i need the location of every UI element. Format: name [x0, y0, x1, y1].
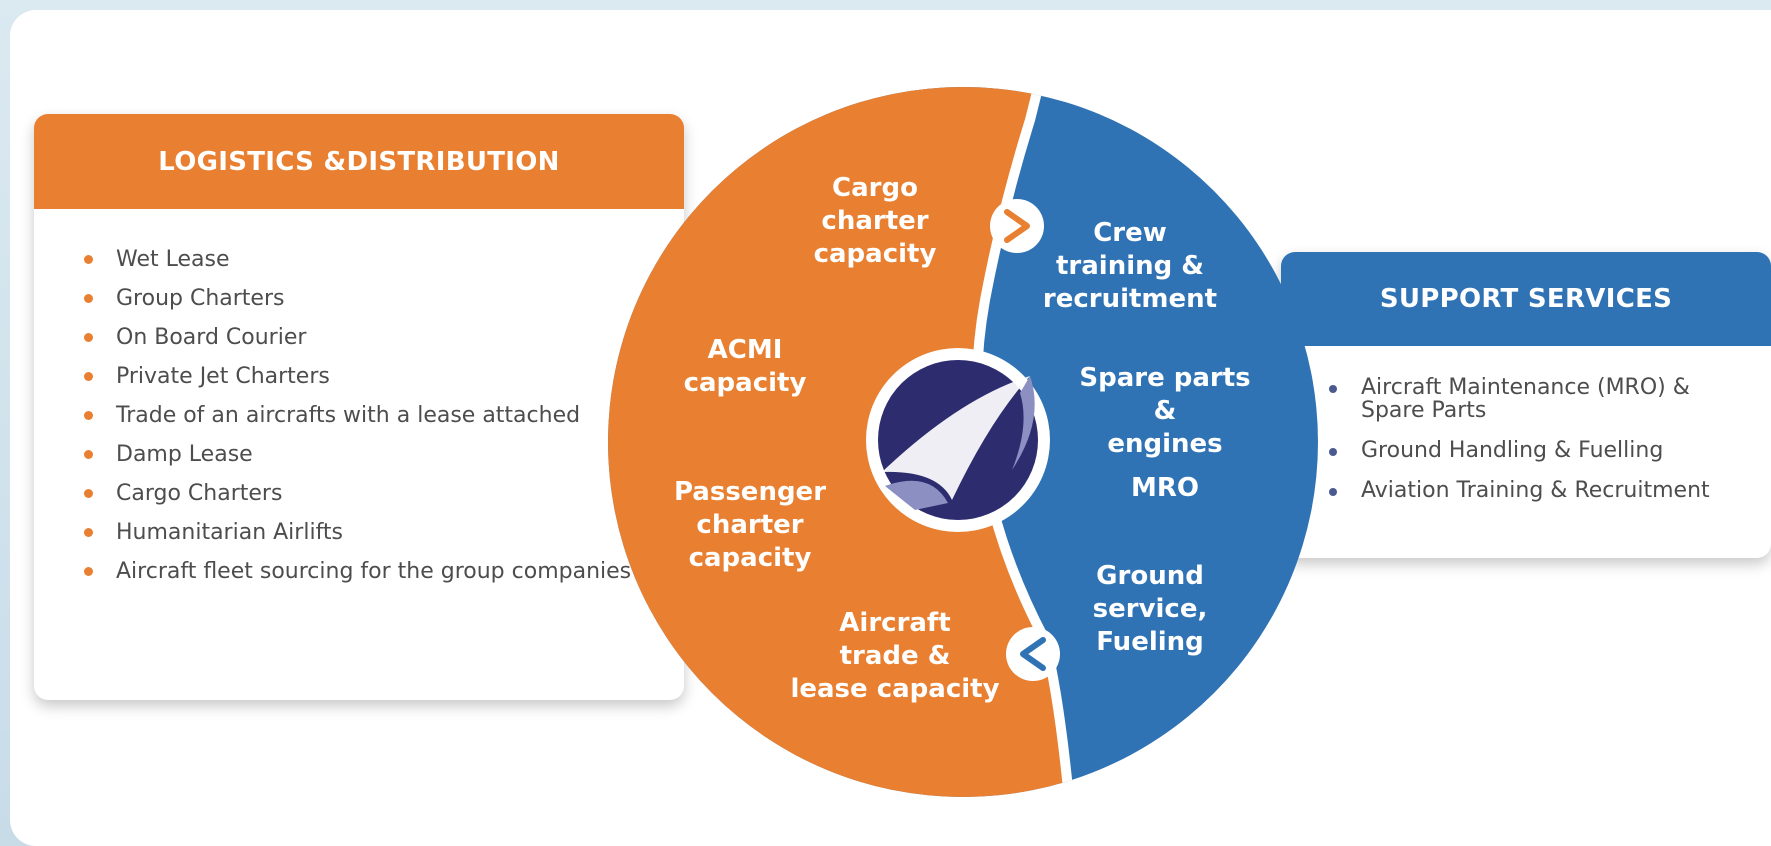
label-aircraft-trade: Aircraft trade & lease capacity	[790, 608, 1000, 704]
logistics-item: Wet Lease	[84, 245, 636, 274]
logistics-item: On Board Courier	[84, 323, 636, 352]
logistics-item: Group Charters	[84, 284, 636, 313]
label-spare-parts: Spare parts & engines	[1079, 363, 1251, 459]
support-panel-title: SUPPORT SERVICES	[1281, 252, 1771, 346]
support-item: Ground Handling & Fuelling	[1329, 439, 1751, 462]
chevron-right-icon	[990, 199, 1044, 253]
support-item: Aircraft Maintenance (MRO) & Spare Parts	[1329, 376, 1751, 422]
logistics-item: Trade of an aircrafts with a lease attac…	[84, 401, 636, 430]
chevron-left-icon	[1006, 627, 1060, 681]
label-ground-service: Ground service, Fueling	[1092, 561, 1208, 657]
logistics-item: Aircraft fleet sourcing for the group co…	[84, 557, 636, 586]
label-crew-training: Crew training & recruitment	[1042, 218, 1218, 314]
support-services-panel: SUPPORT SERVICES Aircraft Maintenance (M…	[1281, 252, 1771, 558]
logistics-panel-title: LOGISTICS &DISTRIBUTION	[34, 114, 684, 209]
logistics-item: Humanitarian Airlifts	[84, 518, 636, 547]
label-passenger-charter: Passenger charter capacity	[673, 477, 827, 573]
label-mro: MRO	[1131, 473, 1199, 503]
label-acmi: ACMI capacity	[683, 335, 807, 398]
support-item: Aviation Training & Recruitment	[1329, 479, 1751, 502]
logistics-distribution-panel: LOGISTICS &DISTRIBUTION Wet Lease Group …	[34, 114, 684, 700]
logistics-item: Cargo Charters	[84, 479, 636, 508]
logistics-list: Wet Lease Group Charters On Board Courie…	[34, 209, 684, 586]
wheel-orange-half	[608, 87, 1070, 797]
logistics-item: Private Jet Charters	[84, 362, 636, 391]
label-cargo-charter: Cargo charter capacity	[813, 173, 937, 269]
airline-swoosh-logo	[866, 348, 1050, 532]
support-list: Aircraft Maintenance (MRO) & Spare Parts…	[1281, 346, 1771, 502]
logistics-item: Damp Lease	[84, 440, 636, 469]
